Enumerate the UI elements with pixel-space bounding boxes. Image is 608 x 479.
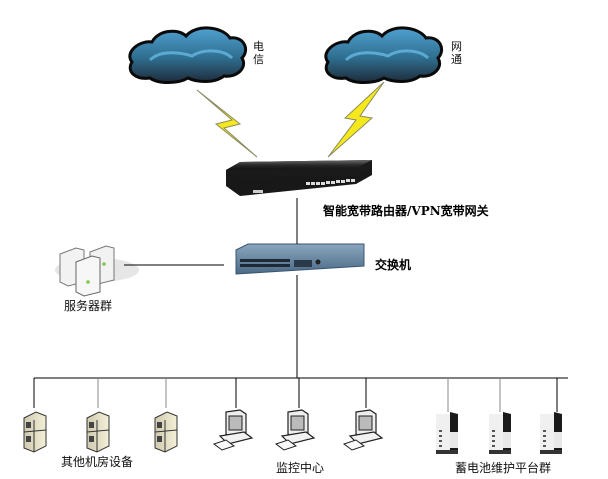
switch-icon [235, 243, 365, 275]
server-farm-label: 服务器群 [64, 299, 113, 313]
battery-cabinet-icon [540, 412, 562, 454]
desktop-computer-icon [212, 409, 254, 451]
group-label-monitoring-center: 监控中心 [276, 461, 325, 475]
switch-label: 交换机 [375, 258, 412, 272]
cloud-icon-netcom [324, 26, 443, 84]
group-label-other-equipment: 其他机房设备 [61, 455, 134, 469]
router-icon [226, 160, 372, 196]
server-rack-icon [23, 411, 47, 453]
server-rack-icon [154, 411, 178, 453]
battery-cabinet-icon [436, 412, 458, 454]
desktop-computer-icon [274, 409, 316, 451]
cloud-icon-telecom [128, 26, 247, 84]
desktop-computer-icon [342, 409, 384, 451]
group-label-battery-platform: 蓄电池维护平台群 [455, 461, 552, 475]
router-label: 智能宽带路由器/VPN宽带网关 [323, 204, 489, 218]
isp-label-telecom: 电信 [253, 40, 264, 66]
lightning-icon-left [196, 89, 258, 158]
server-farm-icon [55, 245, 139, 297]
connection-lines [33, 198, 568, 412]
isp-label-netcom: 网通 [451, 40, 462, 66]
battery-cabinet-icon [489, 412, 511, 454]
lightning-icon-right [327, 81, 385, 158]
server-rack-icon [86, 411, 110, 453]
